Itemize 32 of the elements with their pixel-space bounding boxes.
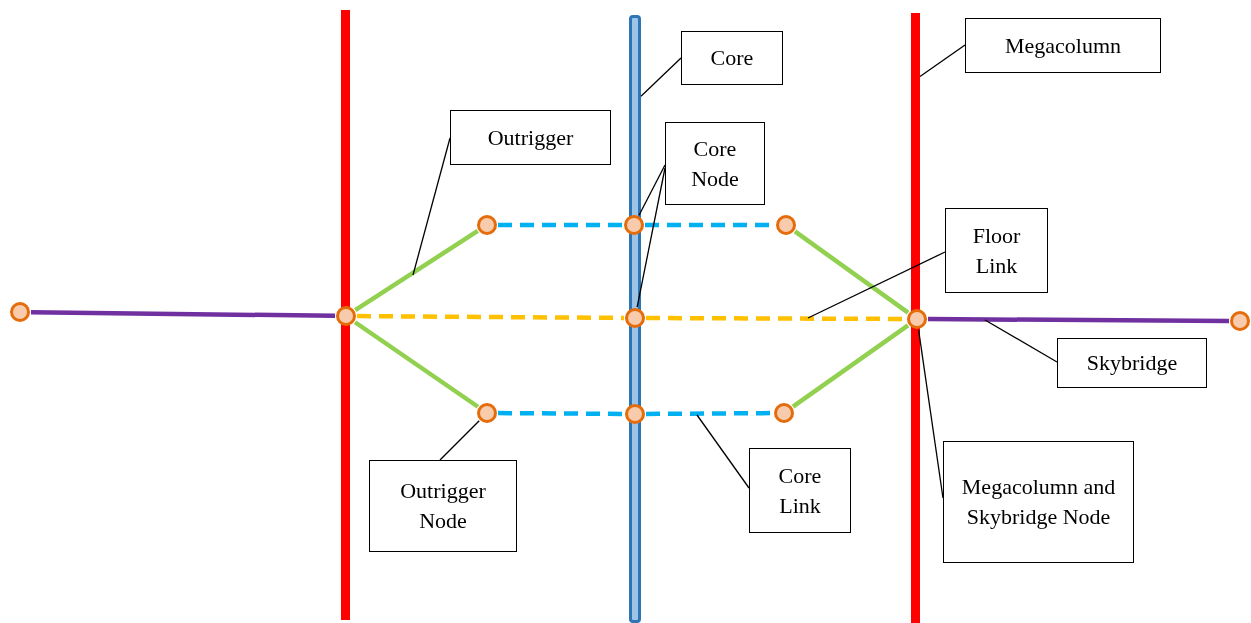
leader-line bbox=[696, 414, 750, 489]
leader-line bbox=[807, 251, 946, 319]
label-box: Core Link bbox=[749, 448, 851, 533]
member-line bbox=[30, 309, 336, 319]
core-bar bbox=[629, 15, 641, 623]
member-line bbox=[354, 229, 479, 312]
label-box: Floor Link bbox=[945, 208, 1048, 293]
member-line bbox=[498, 222, 623, 228]
member-line bbox=[793, 229, 910, 315]
label-box: Core Node bbox=[665, 122, 765, 205]
label-box: Outrigger bbox=[450, 110, 611, 165]
label-box: Outrigger Node bbox=[369, 460, 517, 552]
member-line bbox=[928, 316, 1229, 324]
megacolumn-bar bbox=[341, 10, 350, 620]
member-line bbox=[646, 410, 773, 417]
leader-line bbox=[412, 137, 451, 276]
member-line bbox=[791, 323, 910, 409]
label-box: Megacolumn bbox=[965, 18, 1161, 73]
member-line bbox=[498, 410, 624, 417]
label-box: Megacolumn and Skybridge Node bbox=[943, 441, 1134, 563]
leader-line bbox=[638, 164, 666, 216]
leader-line bbox=[640, 57, 682, 97]
leader-line bbox=[917, 329, 944, 499]
leader-line bbox=[984, 319, 1058, 363]
member-line bbox=[357, 313, 624, 321]
label-box: Skybridge bbox=[1057, 338, 1207, 388]
leader-line bbox=[919, 44, 966, 78]
leader-line bbox=[439, 420, 480, 461]
member-line bbox=[353, 320, 480, 409]
leader-line bbox=[636, 167, 666, 308]
label-box: Core bbox=[681, 31, 783, 85]
megacolumn-bar bbox=[911, 13, 920, 623]
